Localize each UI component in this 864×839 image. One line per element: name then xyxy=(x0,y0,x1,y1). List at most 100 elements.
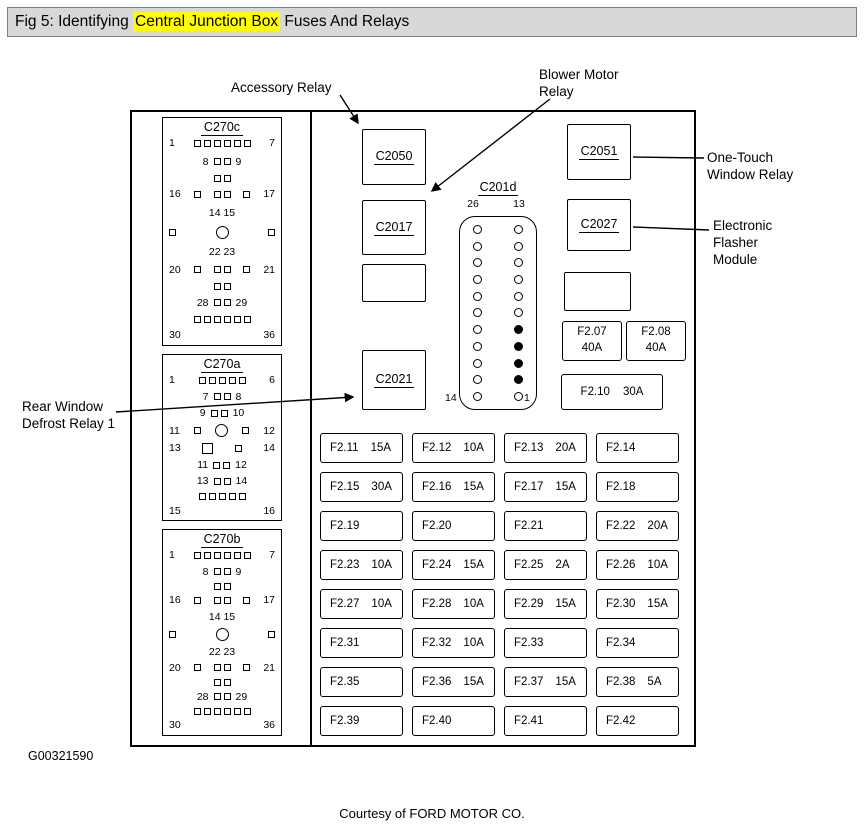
fuse-F2-20: F2.20 xyxy=(412,511,495,541)
pin-square xyxy=(213,266,221,274)
fuse-label: F2.31 xyxy=(330,637,360,649)
fuse-label: F2.30 xyxy=(606,598,636,610)
fuse-amp: 30A xyxy=(622,386,644,398)
callout-line: Rear Window xyxy=(22,399,104,414)
pin-square xyxy=(223,315,231,323)
fuse-amp: 5A xyxy=(647,676,662,688)
pin-square xyxy=(243,140,251,148)
fuse-amp: 15A xyxy=(463,676,484,688)
fuse-label: F2.28 xyxy=(422,598,452,610)
pin-squares xyxy=(243,191,251,199)
callout-line: Defrost Relay 1 xyxy=(22,416,116,431)
connector-keyway-circle xyxy=(215,424,229,438)
c201d-pin xyxy=(473,291,482,301)
pin-square-large xyxy=(202,443,214,455)
pin-squares xyxy=(213,678,231,686)
callout-accessory-relay: Accessory Relay xyxy=(231,80,332,95)
callout-one-touch-window-relay: One-Touch Window Relay xyxy=(707,149,793,183)
pin-number: 6 xyxy=(269,374,275,387)
pin-number: 28 xyxy=(196,690,209,703)
pin-squares xyxy=(198,492,246,500)
pin-number: 13 xyxy=(169,442,181,455)
fuse-label: F2.17 xyxy=(514,481,544,493)
pin-number: 9 xyxy=(199,407,206,420)
fuse-label: F2.18 xyxy=(606,481,636,493)
connector-pin-row xyxy=(169,707,275,715)
connector-pin-row: 14 15 xyxy=(169,208,275,219)
c201d-pin-filled xyxy=(514,341,523,351)
relay-slot-empty-1 xyxy=(362,264,426,302)
fuse-label: F2.25 xyxy=(514,559,544,571)
fuse-F2-36: F2.36 15A xyxy=(412,667,495,697)
pin-square xyxy=(243,597,251,605)
pin-square xyxy=(223,266,231,274)
pin-squares xyxy=(242,427,250,435)
c201d-pin xyxy=(473,308,482,318)
c201d-pin-filled xyxy=(514,375,523,385)
pin-square xyxy=(213,478,221,486)
junction-box-outline xyxy=(130,110,696,747)
connector-label: C270b xyxy=(200,532,244,549)
relay-label: C2051 xyxy=(578,144,620,160)
pin-square xyxy=(243,266,251,274)
fuse-F2-17: F2.17 15A xyxy=(504,472,587,502)
connector-pin-row: 14 15 xyxy=(169,612,275,623)
fuse-amp: 20A xyxy=(647,520,668,532)
connector-pin-row xyxy=(169,225,275,239)
fuse-label: F2.08 xyxy=(641,326,671,339)
pin-squares xyxy=(213,282,231,290)
pin-number: 8 xyxy=(202,155,209,168)
c201d-pin xyxy=(473,225,482,234)
pin-square xyxy=(193,664,201,672)
c201d-pin xyxy=(473,241,482,251)
c201d-pin xyxy=(514,225,523,234)
fuse-F2-21: F2.21 xyxy=(504,511,587,541)
fuse-label: F2.36 xyxy=(422,676,452,688)
pin-square xyxy=(208,492,216,500)
connector-pin-row xyxy=(169,492,275,500)
pin-squares xyxy=(213,693,231,701)
fuse-label: F2.20 xyxy=(422,520,452,532)
fuse-F2-41: F2.41 xyxy=(504,706,587,736)
pin-number: 9 xyxy=(235,565,242,578)
pin-squares xyxy=(213,461,231,469)
connector-pin-row xyxy=(169,282,275,290)
fuse-amp: 15A xyxy=(555,481,576,493)
c201d-pin xyxy=(514,308,523,318)
relay-label: C2017 xyxy=(373,219,415,236)
c201d-pin xyxy=(473,341,482,351)
pin-number: 30 xyxy=(169,329,181,342)
pin-number: 12 xyxy=(263,424,275,437)
connector-pin-row: 22 23 xyxy=(169,646,275,658)
fuse-label: F2.32 xyxy=(422,637,452,649)
fuse-amp: 10A xyxy=(371,559,392,571)
fuse-label: F2.11 xyxy=(330,442,359,454)
pin-square xyxy=(213,678,221,686)
section-divider-line xyxy=(310,110,312,747)
fuse-amp: 10A xyxy=(647,559,668,571)
pin-squares xyxy=(169,630,176,638)
connector-label: C270a xyxy=(200,357,244,374)
relay-label: C2021 xyxy=(373,372,415,388)
fuse-label: F2.07 xyxy=(577,326,607,339)
pin-square xyxy=(223,597,231,605)
pin-square xyxy=(223,461,231,469)
fuse-amp: 15A xyxy=(555,598,576,610)
pin-square xyxy=(233,552,241,560)
c201d-pin xyxy=(473,258,482,268)
pin-squares xyxy=(210,409,228,417)
c201d-pin-14-label: 14 xyxy=(445,392,457,404)
pin-number: 9 xyxy=(235,155,242,168)
